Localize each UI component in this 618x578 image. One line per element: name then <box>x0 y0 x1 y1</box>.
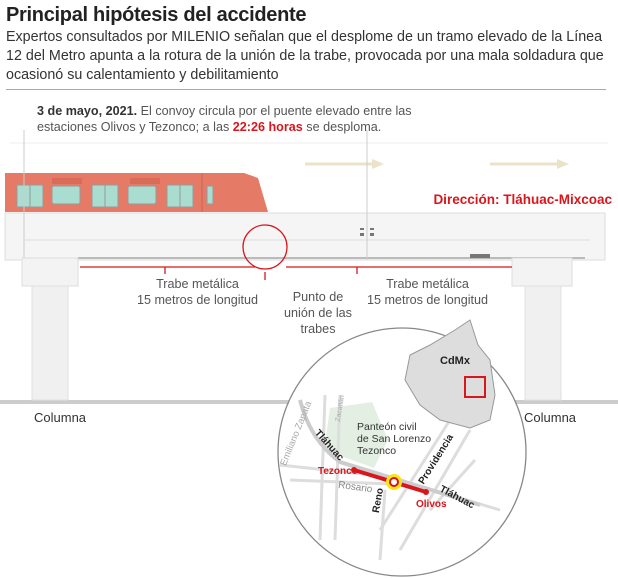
label-line: Panteón civil <box>357 421 417 433</box>
girder-markers <box>80 224 512 280</box>
label-line: 15 metros de longitud <box>136 293 259 307</box>
column-left-label: Columna <box>34 410 87 425</box>
label-line: Punto de <box>292 290 344 304</box>
label-line: unión de las <box>284 306 352 320</box>
train <box>5 173 268 212</box>
divider <box>6 89 606 90</box>
label-line: Tezonco <box>357 445 397 457</box>
station-tezonco: Tezonco <box>318 466 358 477</box>
joint-label: Punto de unión de las trabes <box>268 289 368 337</box>
caption-time: 22:26 horas <box>232 120 303 134</box>
station-olivos: Olivos <box>416 499 447 510</box>
label-line: Trabe metálica <box>386 277 469 291</box>
girder-left-label: Trabe metálica 15 metros de longitud <box>110 276 285 308</box>
locator-map <box>277 319 527 577</box>
label-line: Trabe metálica <box>156 277 239 291</box>
label-line: de San Lorenzo <box>357 433 432 445</box>
direction-label: Dirección: Tláhuac-Mixcoac <box>433 192 612 207</box>
event-caption: 3 de mayo, 2021. El convoy circula por e… <box>37 103 437 135</box>
map-park-label: Panteón civil de San Lorenzo Tezonco <box>357 421 431 457</box>
girder-right-label: Trabe metálica 15 metros de longitud <box>340 276 515 308</box>
label-line: trabes <box>300 322 336 336</box>
bridge-deck <box>4 130 606 261</box>
column-right-label: Columna <box>524 410 577 425</box>
page-title: Principal hipótesis del accidente <box>6 4 307 26</box>
joint-highlight-circle <box>242 224 288 270</box>
caption-text-end: se desploma. <box>302 120 382 134</box>
cdmx-outline <box>404 319 496 429</box>
direction-arrow-icon <box>305 159 569 169</box>
intro-text: Expertos consultados por MILENIO señalan… <box>6 29 604 83</box>
label-line: 15 metros de longitud <box>366 293 489 307</box>
caption-date: 3 de mayo, 2021. <box>37 104 138 118</box>
caption-text: El convoy circula por el puente elevado … <box>37 104 412 134</box>
column-right <box>511 257 573 401</box>
location-box <box>464 376 486 398</box>
column-left <box>21 257 79 401</box>
map-city-label: CdMx <box>440 355 470 367</box>
